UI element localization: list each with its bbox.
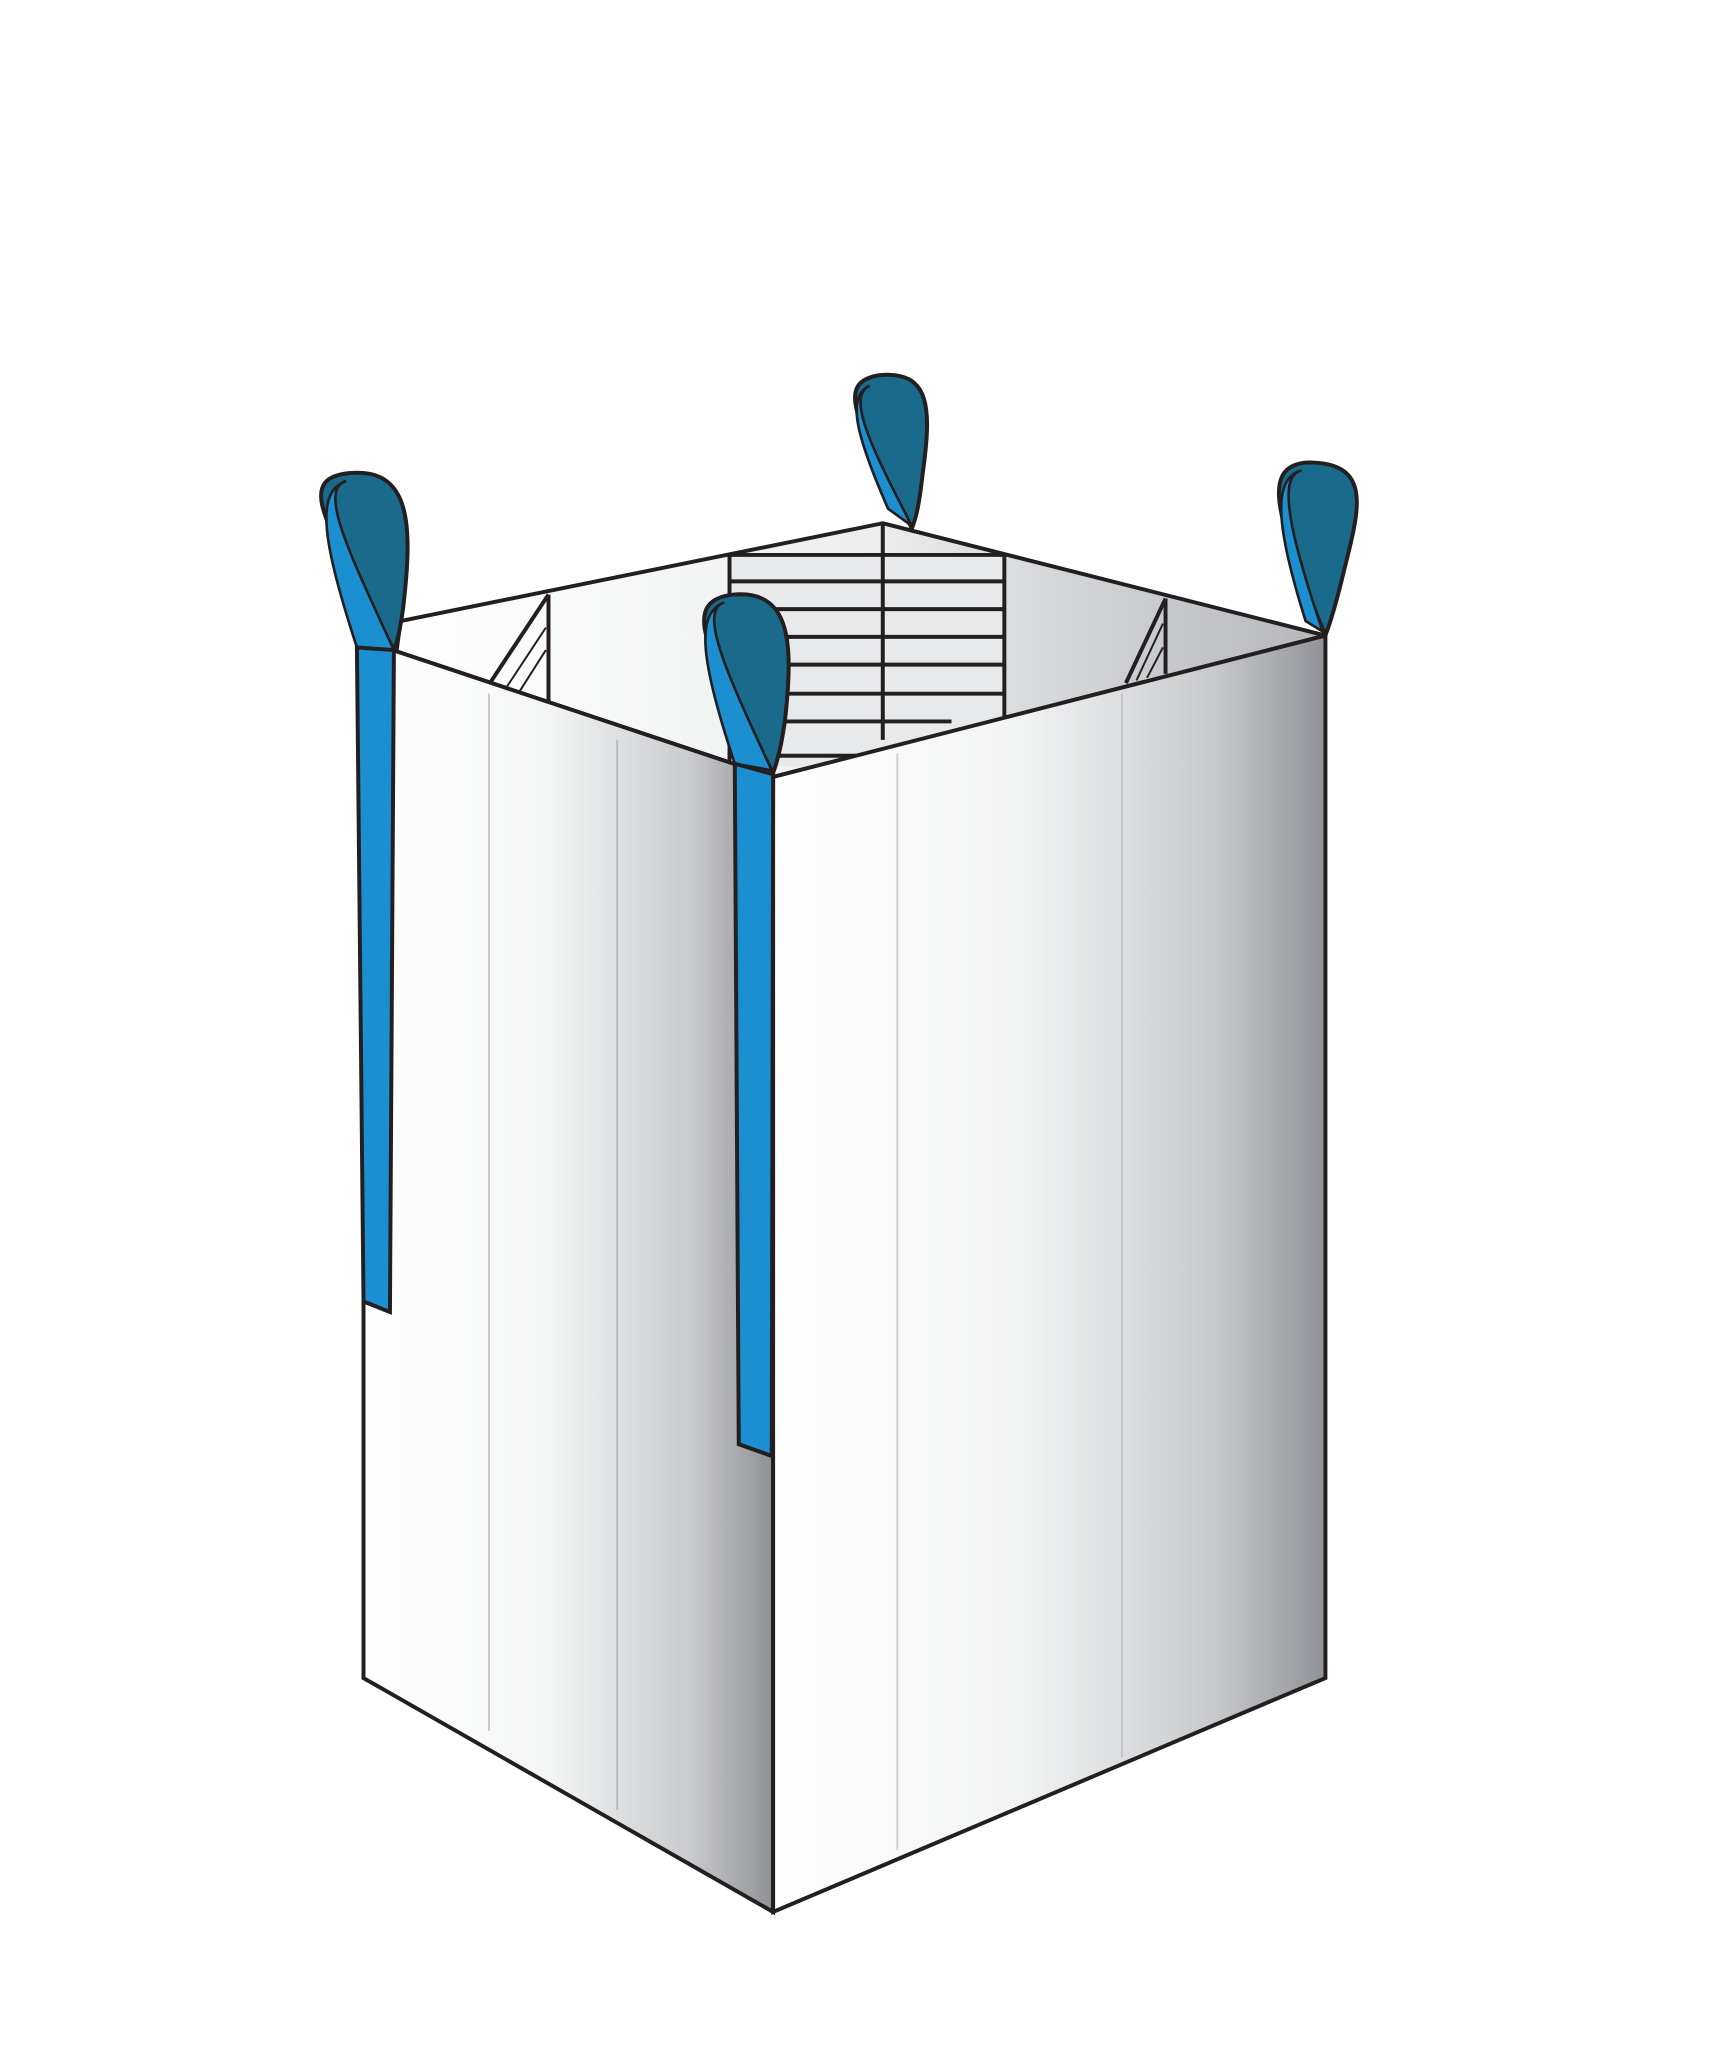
strap-left bbox=[354, 645, 396, 1315]
lifting-loop-left bbox=[319, 470, 410, 1315]
lifting-loop-back bbox=[853, 372, 930, 534]
strap-front bbox=[732, 761, 776, 1459]
bag-left-panel bbox=[361, 649, 776, 1916]
lifting-loop-front bbox=[702, 592, 791, 1459]
bag-right-panel bbox=[771, 632, 1328, 1915]
lifting-loop-right bbox=[1276, 460, 1359, 641]
